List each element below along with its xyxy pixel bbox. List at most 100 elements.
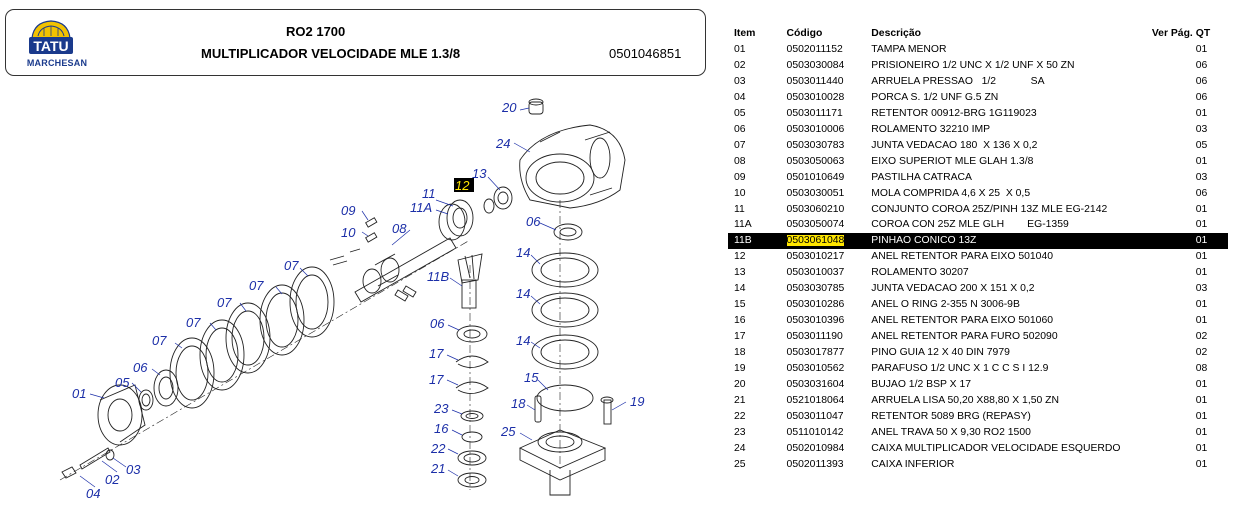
- callout-14b: 14: [516, 286, 530, 301]
- callout-11a: 11A: [410, 200, 432, 215]
- cell-code: 0502011393: [786, 458, 844, 470]
- cell-qt: 05: [1195, 139, 1208, 151]
- cell-qt: 03: [1195, 283, 1208, 295]
- cell-code: 0503017877: [786, 347, 845, 359]
- cell-qt: 01: [1195, 219, 1208, 231]
- pinion-11b: [457, 253, 483, 309]
- cell-item: 15: [734, 299, 746, 311]
- cell-ver: [1152, 377, 1196, 393]
- cell-desc: RETENTOR 5089 BRG (REPASY): [871, 410, 1031, 422]
- cell-qt: 03: [1195, 171, 1208, 183]
- callout-14a: 14: [516, 245, 530, 260]
- callout-21: 21: [430, 461, 445, 476]
- callout-07d: 07: [186, 315, 201, 330]
- cell-item: 07: [734, 139, 746, 151]
- cell-ver: [1152, 58, 1196, 74]
- header-description: Descrição: [871, 27, 921, 39]
- cell-qt: 01: [1195, 458, 1208, 470]
- cell-item: 03: [734, 75, 746, 87]
- cell-desc: TAMPA MENOR: [871, 44, 947, 55]
- cell-desc: COROA CON 25Z MLE GLH EG-1359: [871, 219, 1069, 231]
- cell-desc: JUNTA VEDACAO 200 X 151 X 0,2: [871, 283, 1035, 295]
- cell-item: 25: [734, 458, 746, 470]
- callout-23: 23: [433, 401, 449, 416]
- cell-qt: 01: [1195, 155, 1208, 167]
- cell-ver: [1152, 265, 1196, 281]
- cell-code: 0521018064: [786, 394, 845, 406]
- cell-ver: [1152, 409, 1196, 425]
- table-row[interactable]: 25 0502011393 CAIXA INFERIOR 01: [728, 457, 1228, 473]
- callout-07e: 07: [152, 333, 167, 348]
- callout-06c: 06: [430, 316, 445, 331]
- callout-22: 22: [430, 441, 446, 456]
- cell-ver: [1152, 457, 1196, 473]
- callout-12: 12: [455, 178, 470, 193]
- cell-desc: CAIXA INFERIOR: [871, 458, 955, 470]
- callout-05: 05: [115, 375, 130, 390]
- cell-item: 22: [734, 410, 746, 422]
- cell-code: 0503030084: [786, 59, 845, 71]
- cell-ver: [1152, 297, 1196, 313]
- cell-code: 0503030051: [786, 187, 845, 199]
- callout-20: 20: [501, 100, 517, 115]
- cell-ver: [1152, 74, 1196, 90]
- cell-item: 11A: [734, 219, 752, 231]
- cell-code: 0503010286: [786, 299, 845, 311]
- assembly-title: MULTIPLICADOR VELOCIDADE MLE 1.3/8: [201, 46, 461, 61]
- callout-13: 13: [472, 166, 487, 181]
- cell-ver: [1152, 249, 1196, 265]
- cell-desc: JUNTA VEDACAO 180 X 136 X 0,2: [871, 139, 1038, 151]
- cell-code: 0502010984: [786, 442, 845, 454]
- cell-item: 06: [734, 123, 746, 135]
- cell-code: 0503010006: [786, 123, 845, 135]
- upper-shaft-08: [354, 237, 457, 303]
- cell-qt: 01: [1195, 233, 1228, 250]
- callout-07b: 07: [249, 278, 264, 293]
- callout-19: 19: [630, 394, 644, 409]
- cell-item: 11: [734, 203, 745, 215]
- upper-housing-24: [519, 124, 626, 209]
- cell-code: 0502011152: [786, 44, 843, 55]
- crown-gear-11a: [438, 199, 474, 241]
- callout-09: 09: [341, 203, 355, 218]
- cell-qt: 01: [1195, 442, 1208, 454]
- callout-labels: 20 24 13 12 11 11A 06 08 09 10 14 14 14 …: [72, 100, 644, 501]
- cell-desc: ANEL RETENTOR PARA EIXO 501040: [871, 251, 1053, 263]
- cell-item: 16: [734, 315, 746, 327]
- cell-item: 24: [734, 442, 746, 454]
- cell-code: 0503010037: [786, 267, 845, 279]
- callout-06a: 06: [133, 360, 148, 375]
- callout-15: 15: [524, 370, 539, 385]
- callout-14c: 14: [516, 333, 530, 348]
- cell-ver: [1152, 202, 1196, 218]
- cell-ver: [1152, 122, 1196, 138]
- cell-qt: 01: [1195, 394, 1208, 406]
- cell-item: 11B: [728, 233, 787, 250]
